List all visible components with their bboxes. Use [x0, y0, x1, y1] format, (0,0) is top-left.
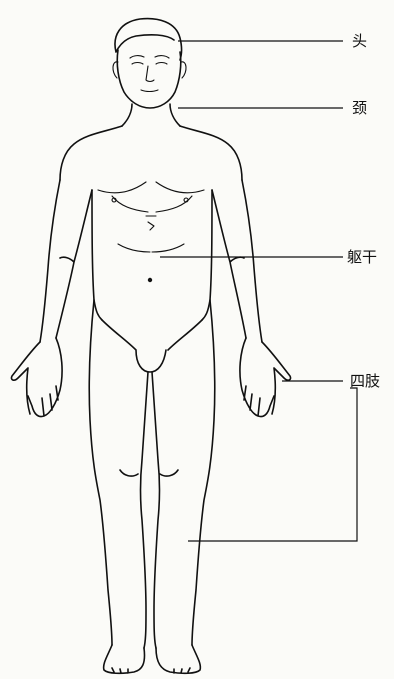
right-arm [212, 180, 262, 342]
right-hand [240, 338, 291, 417]
head-outline [117, 50, 181, 108]
hair [115, 19, 182, 60]
right-ear [181, 62, 186, 78]
nipples [112, 198, 188, 202]
right-leg [152, 300, 215, 648]
torso-outline [60, 126, 242, 320]
navel [148, 278, 152, 282]
neck-label: 颈 [352, 99, 367, 117]
mouth [141, 90, 158, 92]
left-leg [89, 300, 148, 648]
left-foot [104, 645, 145, 673]
leader-lines [160, 41, 357, 541]
trunk-label: 躯干 [347, 248, 377, 266]
right-brow [155, 56, 169, 58]
left-hand [11, 338, 62, 417]
nose [146, 66, 154, 82]
right-eye [156, 63, 167, 65]
right-foot [156, 645, 200, 673]
limbs-label: 四肢 [350, 372, 380, 390]
chest-lines [98, 182, 204, 252]
left-arm [40, 180, 92, 342]
groin [102, 320, 202, 372]
left-eye [132, 63, 143, 65]
human-figure [11, 19, 290, 674]
left-brow [130, 56, 144, 58]
part-labels: 头 颈 躯干 四肢 [347, 32, 380, 390]
head-label: 头 [352, 32, 367, 50]
